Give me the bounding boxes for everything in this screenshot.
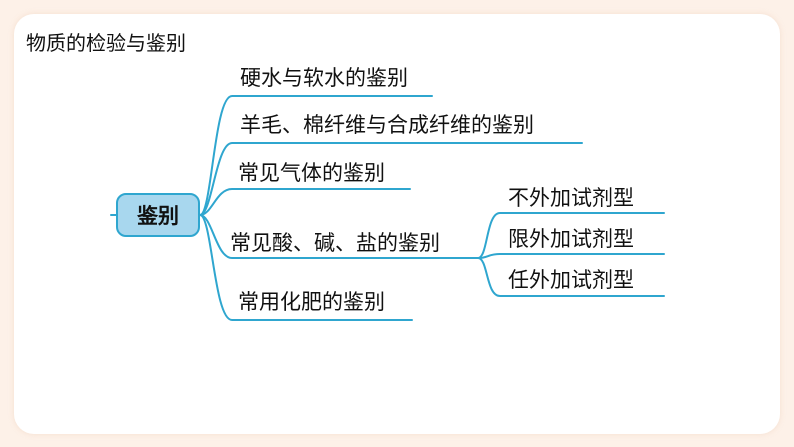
sub-label-any-reagent: 任外加试剂型: [508, 268, 634, 292]
page-title: 物质的检验与鉴别: [26, 31, 186, 55]
connector-branch-4: [199, 214, 479, 259]
connector-branch-5: [199, 214, 413, 321]
connector-sub-3: [477, 257, 665, 297]
connector-sub-1: [477, 212, 665, 259]
branch-label-fibers: 羊毛、棉纤维与合成纤维的鉴别: [240, 113, 534, 137]
branch-label-gases: 常见气体的鉴别: [238, 161, 385, 185]
connector-sub-2: [477, 253, 665, 259]
connector-branch-3: [199, 188, 411, 216]
branch-label-hard-soft-water: 硬水与软水的鉴别: [240, 66, 408, 90]
connector-branch-1: [199, 95, 433, 216]
connector-branch-2: [199, 142, 583, 216]
sub-label-no-reagent: 不外加试剂型: [508, 186, 634, 210]
mindmap-root-node: 鉴别: [116, 193, 200, 237]
branch-label-acid-base-salt: 常见酸、碱、盐的鉴别: [230, 231, 440, 255]
sub-label-limited-reagent: 限外加试剂型: [508, 227, 634, 251]
branch-label-fertilizers: 常用化肥的鉴别: [238, 290, 385, 314]
